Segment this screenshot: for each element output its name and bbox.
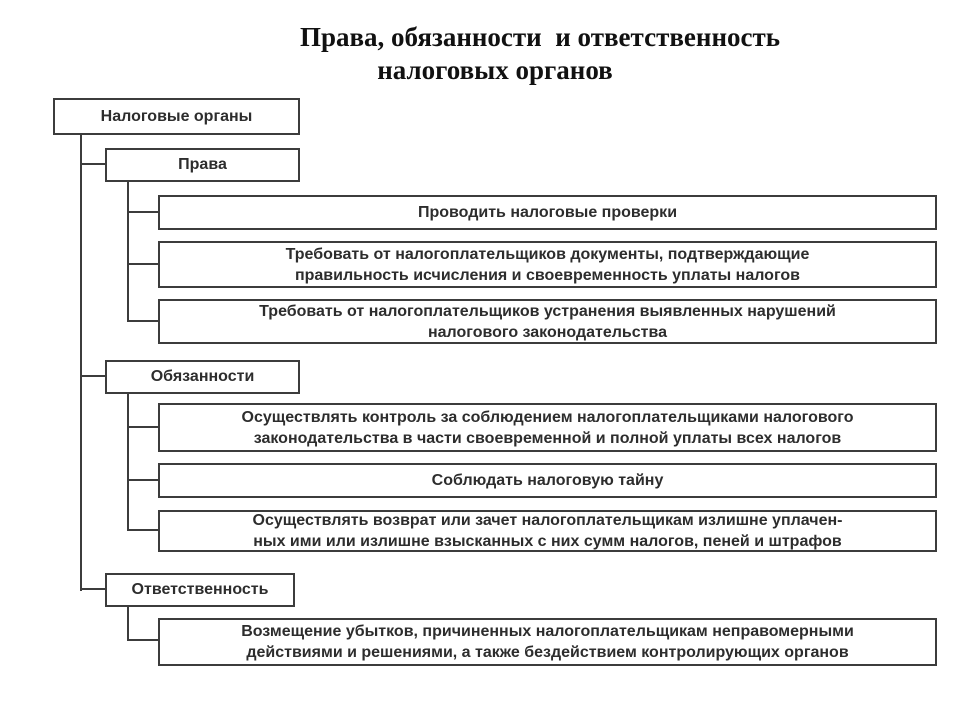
connector-main-trunk (80, 135, 82, 591)
page-title-line-1: Права, обязанности и ответственность (299, 22, 781, 52)
connector-stub-duties-item-3 (127, 529, 158, 531)
node-right-demand-documents: Требовать от налогоплательщиков документ… (158, 241, 937, 288)
node-duty-control-compliance: Осуществлять контроль за соблюдением нал… (158, 403, 937, 452)
node-rights: Права (105, 148, 300, 182)
node-tax-authorities: Налоговые органы (53, 98, 300, 135)
connector-trunk-responsibility (127, 607, 129, 641)
connector-stub-duties (80, 375, 107, 377)
node-duty-refund-offset: Осуществлять возврат или зачет налогопла… (158, 510, 937, 552)
node-right-demand-elimination: Требовать от налогоплательщиков устранен… (158, 299, 937, 344)
connector-stub-duties-item-2 (127, 479, 158, 481)
node-responsibility: Ответственность (105, 573, 295, 607)
connector-stub-responsibility (80, 588, 107, 590)
connector-stub-rights-item-1 (127, 211, 158, 213)
connector-stub-rights-item-2 (127, 263, 158, 265)
connector-stub-duties-item-1 (127, 426, 158, 428)
node-right-conduct-audits: Проводить налоговые проверки (158, 195, 937, 230)
connector-stub-rights (80, 163, 107, 165)
node-duties: Обязанности (105, 360, 300, 394)
node-responsibility-compensation: Возмещение убытков, причиненных налогопл… (158, 618, 937, 666)
connector-trunk-rights (127, 182, 129, 322)
connector-stub-rights-item-3 (127, 320, 158, 322)
page-title-line-2: налоговых органов (377, 55, 613, 85)
node-duty-tax-secrecy: Соблюдать налоговую тайну (158, 463, 937, 498)
connector-trunk-duties (127, 394, 129, 531)
connector-stub-responsibility-item-1 (127, 639, 158, 641)
